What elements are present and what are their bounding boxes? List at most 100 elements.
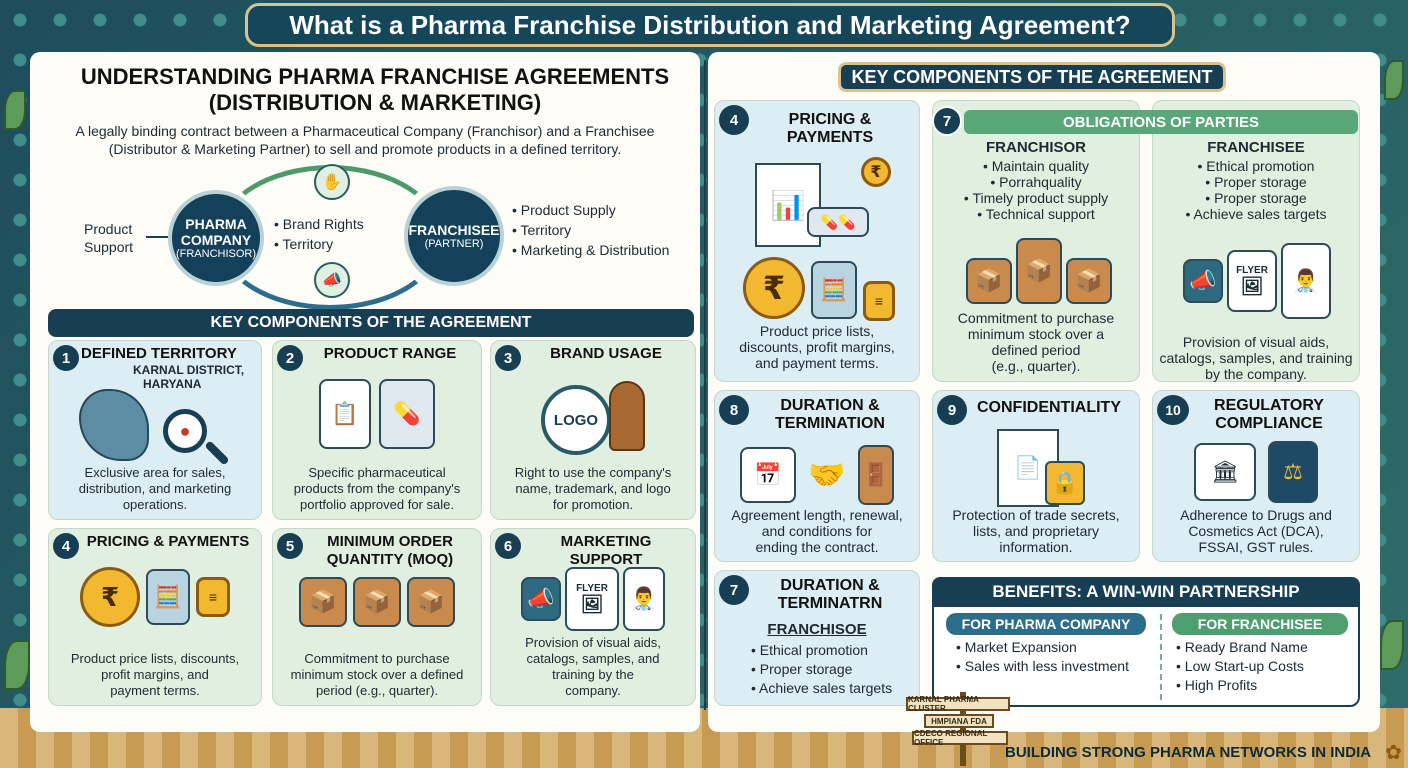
desc-line: for promotion. — [552, 497, 634, 512]
territory-note: KARNAL DISTRICT, HARYANA — [133, 363, 244, 391]
list-item: • Achieve sales targets — [751, 680, 893, 696]
desc-line: Cosmetics Act (DCA), — [1188, 523, 1324, 539]
law-book-icon: ⚖ — [1268, 441, 1318, 503]
calculator-icon: 🧮 — [146, 569, 190, 625]
box-icon: 📦 — [299, 577, 347, 627]
desc-line: Commitment to purchase — [957, 310, 1115, 326]
sign-text: CDECO REGIONAL OFFICE — [914, 729, 988, 747]
desc-line: lists, and proprietary — [972, 523, 1100, 539]
section-heading: UNDERSTANDING PHARMA FRANCHISE AGREEMENT… — [40, 64, 710, 116]
card-number: 6 — [495, 533, 521, 559]
card-number: 7 — [719, 575, 749, 605]
pill-blister-icon: 💊 — [379, 379, 435, 449]
franchisee-list: FRANCHISEE • Ethical promotion • Proper … — [1154, 139, 1358, 223]
desc-line: catalogs, samples, and — [526, 651, 660, 666]
label-line: Product — [84, 221, 133, 237]
photo-icon: 🖼 — [1240, 276, 1264, 296]
box-icon: 📦 — [966, 258, 1012, 304]
signpost-board: HMPIANA FDA — [924, 714, 994, 728]
pill-text: FOR FRANCHISEE — [1197, 616, 1323, 632]
node-label: COMPANY — [180, 232, 252, 248]
india-map-icon — [79, 389, 149, 461]
flyer-text: FLYER — [1236, 265, 1268, 276]
card-title: CONFIDENTIALITY — [977, 399, 1121, 416]
coin-stack-icon: ≡ — [863, 281, 895, 321]
franchisee-description: Provision of visual aids, catalogs, samp… — [1154, 334, 1358, 382]
card-title: DURATION & TERMINATRN — [747, 577, 913, 613]
list-item: • High Profits — [1176, 677, 1258, 693]
desc-line: training by the — [552, 667, 634, 682]
card-marketing-support: 6 MARKETING SUPPORT 📣 FLYER 🖼 👨‍⚕️ Provi… — [490, 528, 696, 706]
desc-line: operations. — [122, 497, 188, 512]
list-item: • Achieve sales targets — [1185, 206, 1327, 222]
desc-line: ending the contract. — [755, 539, 879, 555]
tablet-device-icon: 📋 — [319, 379, 371, 449]
desc-line: minimum stock over a defined — [290, 667, 464, 682]
box-icon: 📦 — [1066, 258, 1112, 304]
panel-divider — [704, 60, 706, 710]
card-description: Protection of trade secrets, lists, and … — [941, 507, 1131, 555]
list-item: • Proper storage — [1205, 190, 1307, 206]
desc-line: Product price lists, — [759, 323, 875, 339]
card-title: PRICING & PAYMENTS — [86, 533, 250, 550]
franchisee-title: FRANCHISEE — [1207, 139, 1305, 156]
desc-line: and conditions for — [761, 523, 873, 539]
card-pricing-payments-right: 4 PRICING & PAYMENTS 📊 💊💊 ₹ ₹ 🧮 ≡ Produc… — [714, 100, 920, 382]
leaf-decoration — [4, 90, 26, 130]
calendar-icon: 📅 — [740, 447, 796, 503]
product-icons: 📋 💊 — [293, 379, 461, 449]
desc-line: Agreement length, renewal, — [731, 507, 903, 523]
obligations-banner: OBLIGATIONS OF PARTIES — [964, 110, 1358, 134]
card-brand-usage: 3 BRAND USAGE LOGO Right to use the comp… — [490, 340, 696, 520]
card-description: Provision of visual aids, catalogs, samp… — [499, 635, 687, 699]
node-label: FRANCHISEE — [408, 222, 500, 238]
card-number: 2 — [277, 345, 303, 371]
intro-line: (Distributor & Marketing Partner) to sel… — [108, 141, 622, 157]
note-line: HARYANA — [143, 377, 202, 391]
card-description: Product price lists, discounts, profit m… — [57, 651, 253, 699]
logo-stamp-icon: LOGO — [541, 385, 611, 455]
card-description: Adherence to Drugs and Cosmetics Act (DC… — [1161, 507, 1351, 555]
list-item: • Market Expansion — [956, 639, 1077, 655]
sign-text: KARNAL PHARMA CLUSTER — [908, 695, 979, 713]
header-text: KEY COMPONENTS OF THE AGREEMENT — [851, 66, 1213, 87]
label-line: Support — [84, 239, 134, 255]
franchisee-pill: FOR FRANCHISEE — [1172, 613, 1348, 635]
magnifier-handle — [204, 440, 230, 466]
list-item: • Territory — [512, 222, 572, 238]
desc-line: FSSAI, GST rules. — [1198, 539, 1314, 555]
list-item: • Maintain quality — [982, 158, 1090, 174]
desc-line: Specific pharmaceutical — [308, 465, 446, 480]
marketing-icons: 📣 FLYER 🖼 👨‍⚕️ — [1162, 236, 1352, 326]
box-icons: 📦 📦 📦 — [293, 577, 461, 627]
megaphone-icon: 📣 — [1183, 259, 1223, 303]
card-description: Product price lists, discounts, profit m… — [723, 323, 911, 371]
card-number: 5 — [277, 533, 303, 559]
flyer-icon: FLYER 🖼 — [1227, 250, 1277, 312]
card-regulatory-compliance: 10 REGULATORY COMPLIANCE 🏛 ⚖ Adherence t… — [1152, 390, 1360, 562]
heading-line: (DISTRIBUTION & MARKETING) — [208, 90, 542, 115]
regulatory-icons: 🏛 ⚖ — [1173, 441, 1339, 503]
card-description: Specific pharmaceutical products from th… — [281, 465, 473, 513]
title-line: QUANTITY (MOQ) — [326, 551, 454, 568]
megaphone-icon: 📣 — [521, 577, 561, 621]
title-line: PRICING & — [788, 111, 872, 128]
list-item: • Proper storage — [751, 661, 853, 677]
rupee-coin-icon: ₹ — [743, 257, 805, 319]
signpost-pole — [960, 692, 966, 766]
card-title: REGULATORY COMPLIANCE — [1185, 397, 1353, 433]
desc-line: profit margins, and — [101, 667, 209, 682]
desc-line: company. — [565, 683, 621, 698]
card-number: 4 — [719, 105, 749, 135]
pharma-company-node: PHARMA COMPANY (FRANCHISOR) — [168, 190, 264, 286]
franchisor-list: FRANCHISOR • Maintain quality • Porrahqu… — [934, 140, 1138, 223]
card-title: DURATION & TERMINATION — [747, 397, 913, 433]
box-icon: 📦 — [407, 577, 455, 627]
desc-line: catalogs, samples, and training — [1159, 350, 1353, 366]
desc-line: Adherence to Drugs and — [1180, 507, 1332, 523]
list-item: • Timely product supply — [963, 190, 1109, 206]
desc-line: payment terms. — [110, 683, 200, 698]
list-item: • Ethical promotion — [751, 642, 868, 658]
handshake-icon: 🤝 — [808, 458, 846, 492]
title-line: DURATION & — [780, 577, 880, 594]
